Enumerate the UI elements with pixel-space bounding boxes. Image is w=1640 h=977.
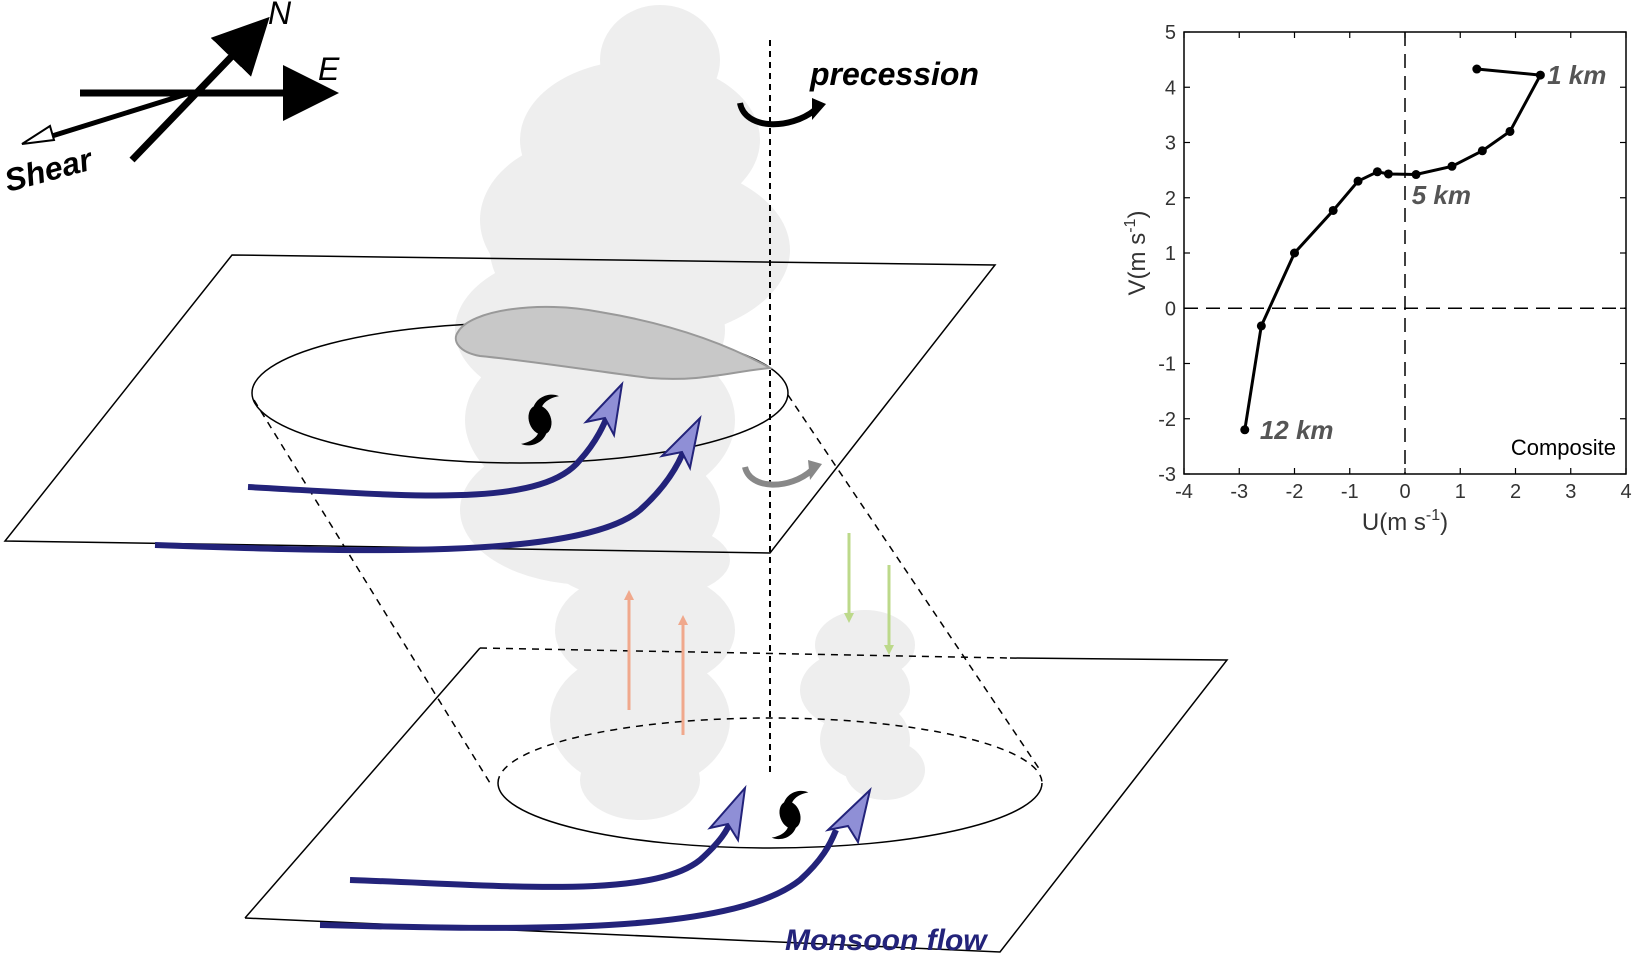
height-label: 5 km <box>1412 180 1471 210</box>
hodograph-point <box>1372 167 1382 177</box>
y-tick-label: 2 <box>1165 188 1176 210</box>
y-axis-title: V(m s-1) <box>1122 211 1151 296</box>
x-tick-label: -4 <box>1175 481 1193 503</box>
x-tick-label: 1 <box>1455 481 1466 503</box>
east-label: E <box>318 51 340 87</box>
downdraft-cloud <box>800 610 925 800</box>
shear-label: Shear <box>0 141 97 199</box>
y-tick-label: -1 <box>1158 354 1176 376</box>
downdraft-arrows <box>844 533 894 655</box>
hodograph-point <box>1505 126 1515 136</box>
upper-monsoon-arrows <box>154 380 702 554</box>
lower-vortex-symbol <box>771 790 809 840</box>
x-tick-label: 4 <box>1620 481 1631 503</box>
tilted-vortex-column <box>253 394 1041 784</box>
hodograph-point <box>1472 64 1482 74</box>
x-tick-label: -2 <box>1286 481 1304 503</box>
y-tick-label: 5 <box>1165 22 1176 44</box>
composite-label: Composite <box>1511 435 1616 460</box>
y-tick-label: 4 <box>1165 77 1176 99</box>
x-tick-label: 3 <box>1565 481 1576 503</box>
height-label: 1 km <box>1547 60 1606 90</box>
shear-arrow <box>51 90 191 139</box>
hodograph-point <box>1353 176 1363 186</box>
anvil-cloud <box>454 305 774 380</box>
rotation-arrow-gray <box>742 465 815 488</box>
hodograph-point <box>1411 170 1421 180</box>
y-tick-label: -3 <box>1158 464 1176 486</box>
monsoon-flow-label: Monsoon flow <box>785 924 988 957</box>
hodograph-point <box>1477 146 1487 156</box>
compass-rose: N E Shear <box>0 0 340 199</box>
upper-vortex-symbol <box>521 394 559 446</box>
updraft-arrows <box>624 590 688 735</box>
x-axis-title: U(m s-1) <box>1362 507 1448 536</box>
hodograph-point <box>1447 161 1457 171</box>
precession-label: precession <box>809 56 979 92</box>
lower-monsoon-arrows <box>319 784 872 931</box>
lower-level-plane <box>244 647 1229 953</box>
y-tick-label: 0 <box>1165 298 1176 320</box>
rotation-arrowhead-gray <box>808 460 822 480</box>
hodograph-reference-lines <box>1184 32 1626 474</box>
height-label: 12 km <box>1260 415 1334 445</box>
x-tick-label: -1 <box>1341 481 1359 503</box>
precession-arrow <box>737 102 817 128</box>
y-tick-label: -2 <box>1158 409 1176 431</box>
upper-level-plane <box>3 254 997 554</box>
convective-cloud <box>455 5 790 820</box>
hodograph-point <box>1256 321 1266 331</box>
hodograph-point <box>1328 205 1338 215</box>
hodograph-point <box>1535 70 1545 80</box>
hodograph-point <box>1240 425 1250 435</box>
hodograph-points <box>1240 64 1545 435</box>
north-label: N <box>268 0 292 31</box>
shear-arrowhead <box>21 124 56 145</box>
hodograph-point <box>1383 169 1393 179</box>
y-tick-label: 1 <box>1165 243 1176 265</box>
x-tick-label: 0 <box>1399 481 1410 503</box>
north-arrow <box>129 16 270 163</box>
hodograph-point <box>1290 248 1299 258</box>
precession-arrowhead <box>812 98 826 120</box>
lower-vortex-circle-front <box>497 782 1043 849</box>
hodograph-annotations: 1 km 5 km 12 km <box>1260 60 1607 445</box>
y-tick-label: 3 <box>1165 133 1176 155</box>
x-tick-label: 2 <box>1510 481 1521 503</box>
x-tick-label: -3 <box>1230 481 1248 503</box>
lower-vortex-circle-back <box>497 717 1043 784</box>
